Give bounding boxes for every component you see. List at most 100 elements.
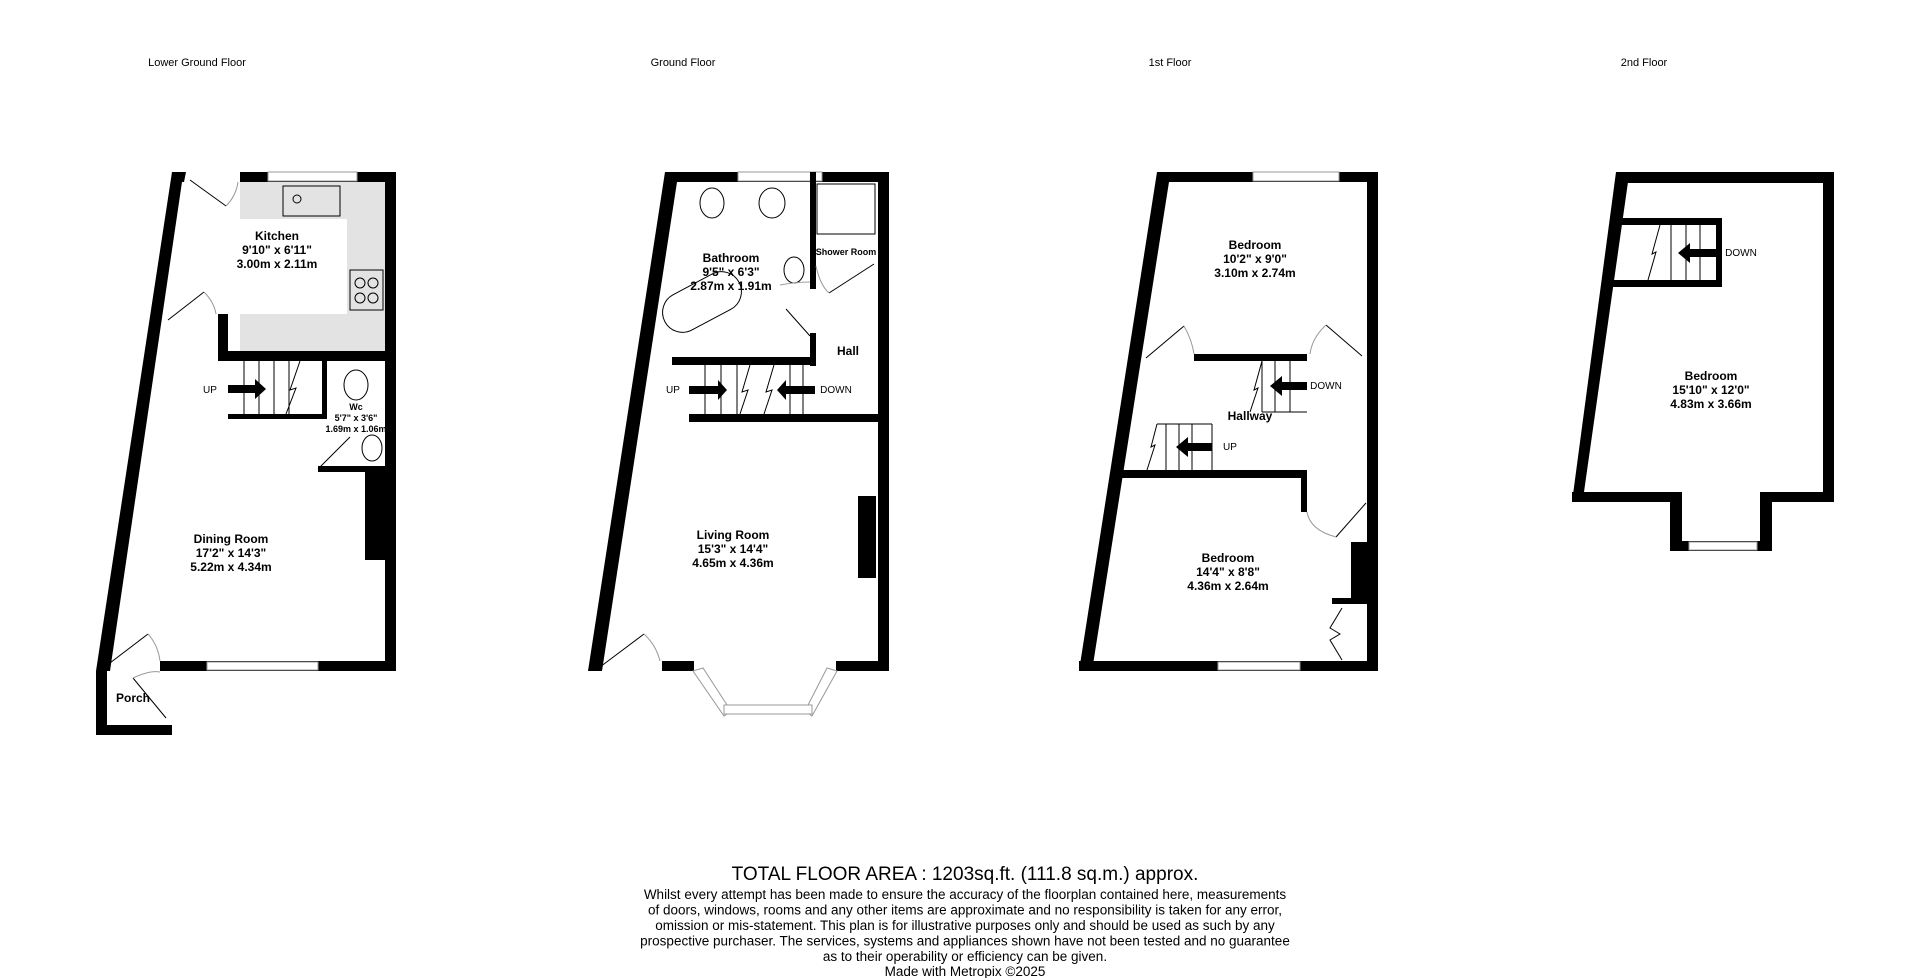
room-porch: Porch	[116, 691, 150, 705]
svg-text:4.36m x 2.64m: 4.36m x 2.64m	[1187, 579, 1268, 593]
room-shower-room: Shower Room	[816, 247, 877, 257]
ground-floor-plan: UP DOWN Bathroom 9'5" x 6'3" 2.87m x 1.9…	[588, 171, 889, 717]
wall	[1079, 172, 1171, 671]
stair-arrow-up-icon	[689, 380, 727, 400]
svg-text:15'3" x 14'4": 15'3" x 14'4"	[698, 542, 768, 556]
wall	[1367, 172, 1378, 671]
room-hallway: Hallway	[1228, 409, 1273, 423]
svg-text:3.00m x 2.11m: 3.00m x 2.11m	[237, 257, 318, 271]
door	[317, 436, 351, 470]
stair-label-down: DOWN	[1725, 248, 1757, 259]
floor-label-1st: 1st Floor	[1149, 57, 1192, 69]
svg-text:9'5" x 6'3": 9'5" x 6'3"	[702, 265, 759, 279]
wall	[1760, 492, 1834, 502]
floor-label-ground: Ground Floor	[651, 57, 716, 69]
wall	[385, 172, 396, 671]
svg-text:3.10m x 2.74m: 3.10m x 2.74m	[1214, 266, 1295, 280]
wall	[1616, 172, 1834, 183]
svg-text:Living Room: Living Room	[697, 528, 770, 542]
bay-window	[723, 704, 813, 715]
svg-text:1.69m x 1.06m: 1.69m x 1.06m	[325, 424, 386, 434]
svg-text:5'7" x 3'6": 5'7" x 3'6"	[335, 413, 378, 423]
room-hall: Hall	[837, 344, 859, 358]
hob-icon	[349, 269, 384, 311]
window	[206, 661, 319, 671]
wall	[1112, 470, 1307, 478]
room-bedroom-1: Bedroom 10'2" x 9'0" 3.10m x 2.74m	[1214, 238, 1295, 280]
wall	[228, 351, 385, 361]
svg-text:9'10" x 6'11": 9'10" x 6'11"	[242, 243, 312, 257]
wall	[1823, 172, 1834, 502]
stair-arrow-icon	[228, 379, 266, 399]
room-dining-room: Dining Room 17'2" x 14'3" 5.22m x 4.34m	[190, 532, 271, 574]
room-living-room: Living Room 15'3" x 14'4" 4.65m x 4.36m	[692, 528, 773, 570]
svg-text:Bathroom: Bathroom	[703, 251, 760, 265]
wall	[672, 357, 816, 365]
stair-label-up: UP	[203, 385, 217, 396]
wall	[1194, 354, 1307, 361]
svg-text:Dining Room: Dining Room	[194, 532, 269, 546]
floor-label-lower-ground: Lower Ground Floor	[148, 57, 246, 69]
first-floor-plan: DOWN UP Bedroom 10'2" x 9'0" 3.10m x 2.7…	[1079, 171, 1378, 671]
stair-label-down: DOWN	[820, 385, 852, 396]
chimney-breast	[858, 496, 876, 578]
chimney-breast	[365, 472, 385, 560]
wall	[588, 172, 679, 671]
wall	[662, 661, 694, 671]
wall	[228, 414, 322, 419]
svg-text:Bedroom: Bedroom	[1202, 551, 1255, 565]
wall	[322, 361, 327, 419]
disclaimer-line: Whilst every attempt has been made to en…	[644, 887, 1287, 902]
wall	[1670, 492, 1682, 551]
credit: Made with Metropix ©2025	[885, 964, 1046, 978]
sink-icon	[282, 185, 341, 217]
wall	[1332, 598, 1369, 604]
wall	[1604, 280, 1722, 287]
toilet-icon	[758, 187, 786, 219]
footer: TOTAL FLOOR AREA : 1203sq.ft. (111.8 sq.…	[640, 864, 1290, 978]
basin-icon	[361, 434, 383, 462]
disclaimer-line: as to their operability or efficiency ca…	[823, 949, 1107, 964]
wall	[1716, 218, 1722, 287]
disclaimer-line: prospective purchaser. The services, sys…	[640, 934, 1290, 949]
bidet-icon	[699, 187, 725, 219]
window	[737, 171, 823, 182]
stair-arrow-up-icon	[1176, 437, 1212, 457]
room-kitchen: Kitchen 9'10" x 6'11" 3.00m x 2.11m	[237, 229, 318, 271]
stair-label-up: UP	[666, 385, 680, 396]
floor-label-2nd: 2nd Floor	[1621, 57, 1668, 69]
disclaimer-line: omission or mis-statement. This plan is …	[655, 918, 1275, 933]
second-floor-plan: DOWN Bedroom 15'10" x 12'0" 4.83m x 3.66…	[1572, 172, 1834, 551]
svg-text:Wc: Wc	[349, 402, 363, 412]
svg-text:Bedroom: Bedroom	[1229, 238, 1282, 252]
wall	[810, 333, 816, 366]
wall	[96, 725, 172, 735]
bath-icon	[662, 271, 742, 333]
wall	[1301, 470, 1307, 512]
wall	[810, 172, 816, 289]
stair-arrow-down-icon	[777, 380, 815, 400]
wall	[836, 661, 889, 671]
svg-text:10'2" x 9'0": 10'2" x 9'0"	[1223, 252, 1287, 266]
wall	[1572, 172, 1630, 502]
room-bathroom: Bathroom 9'5" x 6'3" 2.87m x 1.91m	[690, 251, 771, 293]
window	[1688, 541, 1758, 551]
svg-text:4.65m x 4.36m: 4.65m x 4.36m	[692, 556, 773, 570]
lower-ground-floor-plan: UP Kitchen 9'10" x 6'11" 3.00m x 2.11m W…	[96, 171, 396, 735]
svg-text:Bedroom: Bedroom	[1685, 369, 1738, 383]
stair-arrow-down-icon	[1270, 376, 1307, 396]
svg-text:2.87m x 1.91m: 2.87m x 1.91m	[690, 279, 771, 293]
svg-text:Kitchen: Kitchen	[255, 229, 299, 243]
window	[1217, 661, 1301, 671]
wall	[96, 671, 107, 735]
wall	[218, 314, 228, 361]
svg-text:15'10" x 12'0": 15'10" x 12'0"	[1672, 383, 1749, 397]
wall	[1760, 492, 1772, 551]
window	[267, 171, 358, 182]
svg-text:4.83m x 3.66m: 4.83m x 3.66m	[1670, 397, 1751, 411]
room-wc: Wc 5'7" x 3'6" 1.69m x 1.06m	[325, 402, 386, 434]
kitchen-worktop	[240, 182, 385, 351]
wall	[689, 414, 889, 422]
wall	[318, 466, 385, 472]
